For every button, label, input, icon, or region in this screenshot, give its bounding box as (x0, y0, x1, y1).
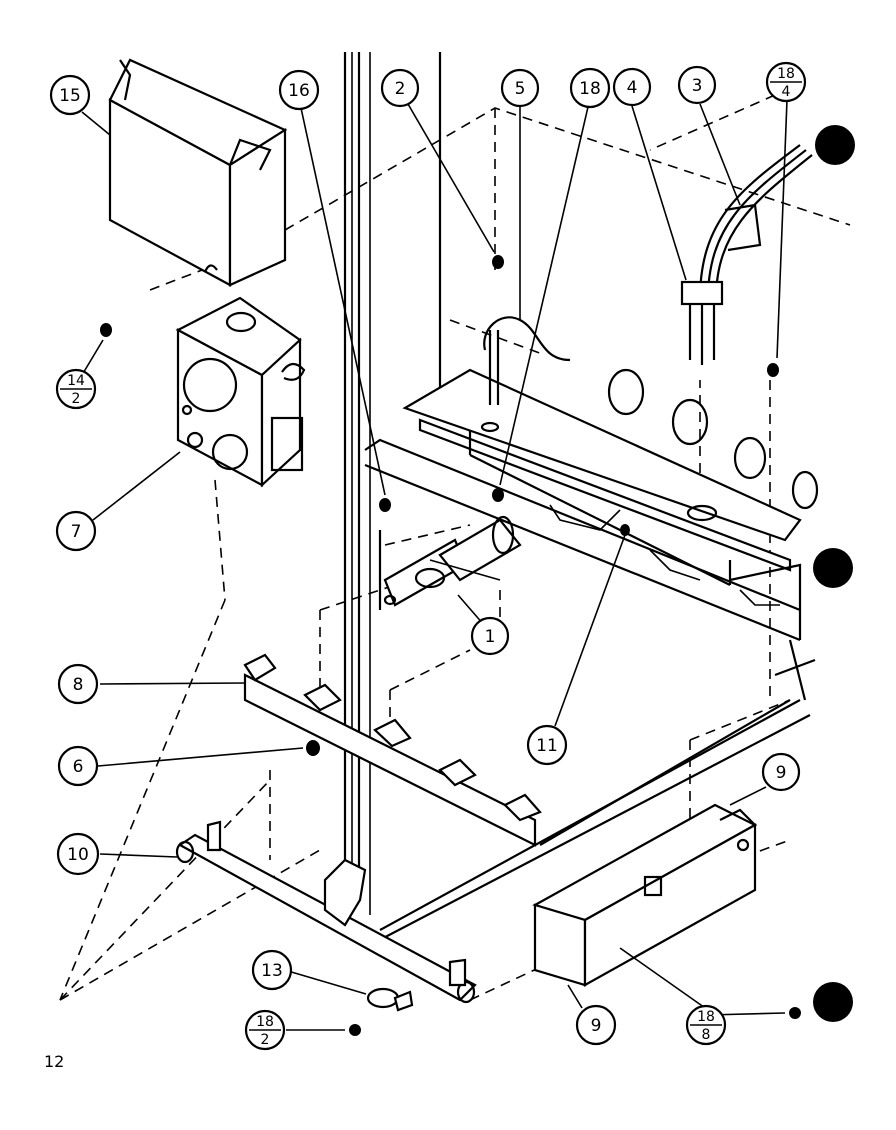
leader-lines (81, 99, 788, 1031)
igniter-part-5 (483, 316, 571, 405)
callout-15: 15 (49, 74, 91, 116)
fraction-18-8-top: 18 (697, 1009, 715, 1025)
callout-15-label: 15 (59, 86, 81, 106)
callout-3-label: 3 (692, 76, 703, 96)
callout-5: 5 (500, 68, 540, 108)
screws (100, 255, 801, 1036)
callout-8-label: 8 (73, 675, 84, 695)
fraction-18-4-top: 18 (777, 66, 795, 82)
bracket-strip-part-8 (243, 653, 542, 847)
callout-1-label: 1 (485, 627, 496, 647)
callout-11-label: 11 (536, 736, 558, 756)
callout-9-top-label: 9 (776, 763, 787, 783)
fraction-18-4-bottom: 4 (782, 84, 791, 100)
sensor-assembly-part-3-4 (680, 144, 813, 365)
callout-4: 4 (612, 67, 652, 107)
panel-part-9 (532, 803, 758, 987)
cover-part-15 (108, 58, 288, 287)
callout-5-label: 5 (515, 79, 526, 99)
fraction-callout-18-2: 18 2 (244, 1009, 286, 1051)
fraction-18-8-bottom: 8 (702, 1027, 711, 1043)
wire-boot (323, 858, 367, 927)
callout-4-label: 4 (627, 78, 638, 98)
fraction-14-2-bottom: 2 (72, 391, 81, 407)
callout-9-top: 9 (761, 752, 801, 792)
callout-11: 11 (526, 724, 568, 766)
callout-9-bottom: 9 (575, 1004, 617, 1046)
burner-frame (364, 438, 816, 701)
binder-hole-bottom (813, 982, 853, 1022)
callout-10: 10 (56, 832, 100, 876)
callout-6-label: 6 (73, 757, 84, 777)
callout-13-label: 13 (261, 961, 283, 981)
callout-6: 6 (57, 745, 99, 787)
callout-18-top: 18 (569, 67, 611, 109)
burner-part-1 (383, 515, 522, 607)
callout-2-label: 2 (395, 79, 406, 99)
callout-7-label: 7 (71, 522, 82, 542)
fraction-18-2-bottom: 2 (261, 1032, 270, 1048)
page-number: 12 (44, 1052, 65, 1071)
callout-18-top-label: 18 (579, 79, 601, 99)
callout-2: 2 (380, 68, 420, 108)
fraction-callout-18-4: 18 4 (765, 61, 807, 103)
callout-13: 13 (251, 949, 293, 991)
callout-16-label: 16 (288, 81, 310, 101)
fraction-callout-14-2: 14 2 (55, 368, 97, 410)
base-frame (369, 699, 811, 946)
fraction-callout-18-8: 18 8 (685, 1004, 727, 1046)
callout-7: 7 (55, 510, 97, 552)
callout-16: 16 (278, 69, 320, 111)
fraction-14-2-top: 14 (67, 373, 85, 389)
binder-hole-top (815, 125, 855, 165)
control-valve-part-7 (175, 296, 306, 488)
callout-8: 8 (57, 663, 99, 705)
callout-10-label: 10 (67, 845, 89, 865)
callout-9-bottom-label: 9 (591, 1016, 602, 1036)
callout-1: 1 (470, 616, 510, 656)
binder-hole-middle (813, 548, 853, 588)
tube-part-10 (175, 820, 477, 1004)
clip-part-13 (366, 987, 414, 1012)
fraction-18-2-top: 18 (256, 1014, 274, 1030)
callout-3: 3 (677, 65, 717, 105)
